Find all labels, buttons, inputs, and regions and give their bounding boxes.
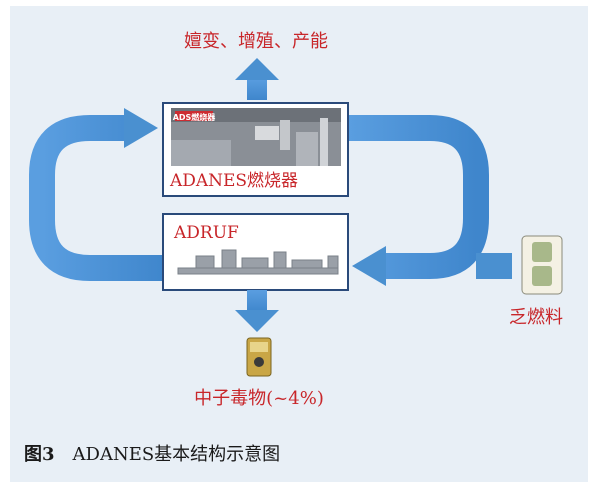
adruf-facility-drawing [177, 249, 339, 275]
top-output-label: 嬗变、增殖、产能 [184, 30, 328, 52]
figure-caption: 图3 ADANES基本结构示意图 [24, 440, 280, 466]
right-loop-arrow [348, 115, 512, 286]
adanes-burner-box: ADS燃烧器 ADANES燃烧器 [162, 102, 349, 197]
up-arrow [235, 58, 279, 100]
figure-title: ADANES基本结构示意图 [72, 444, 281, 465]
neutron-poison-container-icon [246, 337, 272, 377]
down-arrow [235, 290, 279, 332]
spent-fuel-label: 乏燃料 [509, 307, 563, 328]
bottom-output-label: 中子毒物(~4%) [194, 388, 324, 409]
left-loop-arrow [29, 108, 165, 281]
figure-number: 图3 [24, 444, 55, 465]
adruf-box: ADRUF [162, 213, 349, 291]
adruf-label: ADRUF [173, 223, 239, 243]
burner-inner-label: ADS燃烧器 [173, 112, 217, 122]
burner-label: ADANES燃烧器 [169, 171, 298, 191]
spent-fuel-icon [521, 235, 563, 295]
